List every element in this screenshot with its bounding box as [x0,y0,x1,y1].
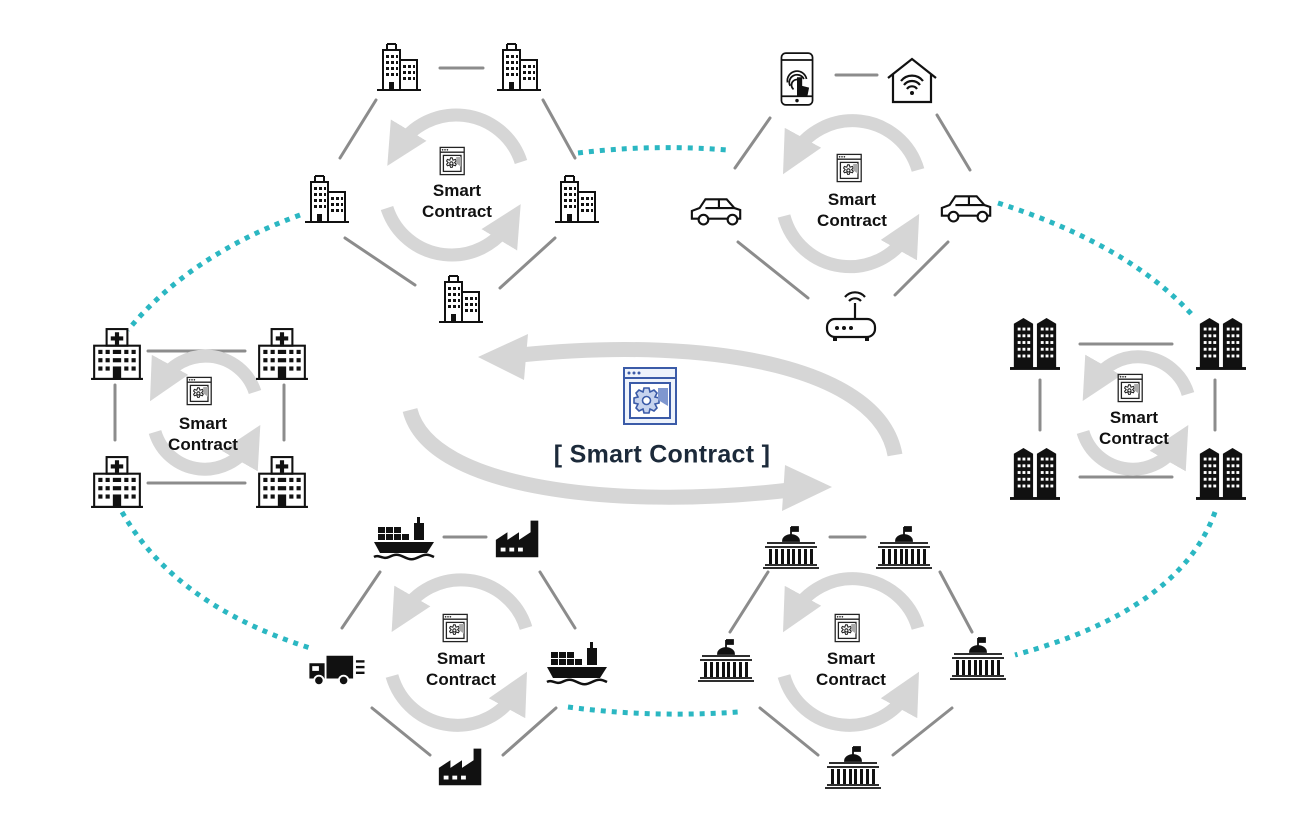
cluster-label-datacenter: Smart Contract [1099,407,1169,449]
cluster-label-office: Smart Contract [422,180,492,222]
link-iot-datacenter [997,200,1197,320]
office-building-icon [496,43,542,91]
hospital-icon [255,456,309,508]
smart-contract-icon [836,153,862,183]
office-building-icon [554,175,600,223]
central-cycle-arrows [402,334,903,511]
hospital-icon [90,328,144,380]
cluster-label-logistics: Smart Contract [426,648,496,690]
government-building-icon [824,746,882,789]
label-line2: Contract [1099,429,1169,448]
skyscraper-pair-icon [1010,318,1060,370]
factory-icon [495,520,539,558]
office-building-icon [304,175,350,223]
smart-contract-icon [834,613,860,643]
factory-icon [438,748,482,786]
label-line1: Smart [827,190,877,209]
government-building-icon [697,639,755,682]
cargo-ship-icon [545,640,609,686]
link-office-iot [577,145,729,156]
delivery-truck-icon [308,654,366,687]
government-building-icon [875,526,933,569]
office-building-icon [438,275,484,323]
smartphone-fingerprint-icon [780,52,814,106]
link-office-hospital [126,212,301,332]
label-line1: Smart [826,649,876,668]
connected-car-icon [940,195,992,223]
smart-contract-doc-gear-icon [623,367,677,425]
hospital-icon [255,328,309,380]
smart-contract-icon [442,613,468,643]
hospital-icon [90,456,144,508]
cluster-label-iot: Smart Contract [817,189,887,231]
skyscraper-pair-icon [1196,448,1246,500]
label-line2: Contract [168,435,238,454]
link-logistics-government [567,704,739,717]
skyscraper-pair-icon [1196,318,1246,370]
label-line2: Contract [426,670,496,689]
label-line2: Contract [816,670,886,689]
smart-contract-icon [1117,373,1143,403]
skyscraper-pair-icon [1010,448,1060,500]
label-line1: Smart [432,181,482,200]
smart-contract-icon [186,376,212,406]
label-line1: Smart [436,649,486,668]
central-smart-contract-label: [ Smart Contract ] [553,440,771,469]
cluster-label-hospital: Smart Contract [168,413,238,455]
smart-contract-icon [439,146,465,176]
label-line1: Smart [1109,408,1159,427]
label-line2: Contract [422,202,492,221]
cluster-cycle-arrows [148,108,1195,732]
smart-home-wifi-icon [886,57,938,104]
wifi-router-icon [825,291,877,343]
cluster-edges [113,66,1217,757]
inter-cluster-links [119,145,1218,717]
government-building-icon [949,637,1007,680]
electric-car-icon [690,198,742,226]
cargo-ship-icon [372,515,436,561]
label-line2: Contract [817,211,887,230]
cluster-label-government: Smart Contract [816,648,886,690]
label-line1: Smart [178,414,228,433]
link-hospital-logistics [119,510,311,651]
government-building-icon [762,526,820,569]
office-building-icon [376,43,422,91]
link-datacenter-government [1014,511,1218,658]
